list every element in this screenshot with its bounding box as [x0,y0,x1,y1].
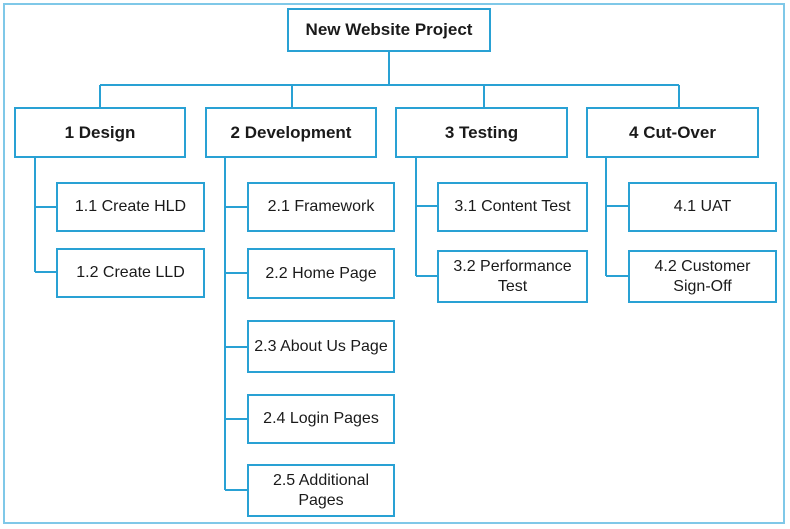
task-1-1: 1.1 Create HLD [56,182,205,232]
root-node: New Website Project [287,8,491,52]
task-3-2: 3.2 Performance Test [437,250,588,303]
task-2-1: 2.1 Framework [247,182,395,232]
phase-cut-over: 4 Cut-Over [586,107,759,158]
phase-design: 1 Design [14,107,186,158]
phase-development: 2 Development [205,107,377,158]
phase-testing: 3 Testing [395,107,568,158]
task-2-3: 2.3 About Us Page [247,320,395,373]
task-2-5: 2.5 Additional Pages [247,464,395,517]
task-3-1: 3.1 Content Test [437,182,588,232]
task-2-2: 2.2 Home Page [247,248,395,299]
task-1-2: 1.2 Create LLD [56,248,205,298]
task-4-1: 4.1 UAT [628,182,777,232]
task-4-2: 4.2 Customer Sign-Off [628,250,777,303]
task-2-4: 2.4 Login Pages [247,394,395,444]
